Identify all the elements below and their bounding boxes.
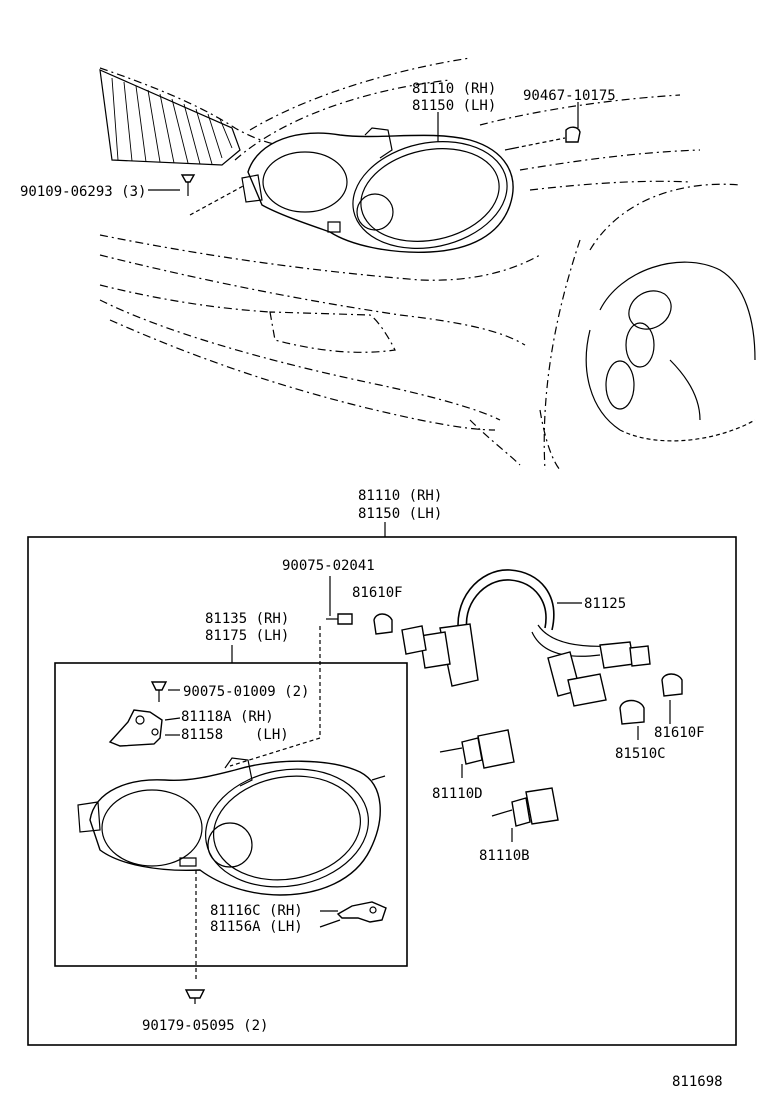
screw-icon (150, 681, 168, 702)
label-bracket2-rh: 81116C (RH) (210, 903, 303, 919)
wedge-bulb-icon (373, 613, 393, 635)
label-screw-01009: 90075-01009 (2) (183, 684, 309, 700)
label-bulb-left-81610f: 81610F (352, 585, 403, 601)
label-bracket-lh: 81158 (181, 727, 223, 743)
label-bracket2-lh: 81156A (LH) (210, 919, 303, 935)
assembly-outer-frame (27, 536, 737, 1046)
headlamp-installed (241, 127, 516, 253)
headlamp-housing (77, 757, 386, 896)
label-bulb-81510c: 81510C (615, 746, 666, 762)
bracket-icon (108, 709, 163, 747)
wedge-bulb-icon (619, 699, 645, 725)
label-cord-81125: 81125 (584, 596, 626, 612)
label-box-headlamp-rh: 81110 (RH) (358, 488, 442, 504)
label-top-headlamp-rh: 81110 (RH) (412, 81, 496, 97)
diagram-number: 811698 (672, 1074, 723, 1090)
wire-cord-assembly (401, 569, 651, 707)
screw-icon (180, 174, 196, 196)
clip-icon (184, 989, 206, 1004)
housing-inner-frame (54, 662, 408, 967)
wheel-illustration (585, 261, 756, 442)
screw-icon (326, 613, 353, 625)
label-housing-lh: 81175 (LH) (205, 628, 289, 644)
label-top-headlamp-lh: 81150 (LH) (412, 98, 496, 114)
label-bulb-81110b: 81110B (479, 848, 530, 864)
label-bulb-81110d: 81110D (432, 786, 483, 802)
label-bulb-right-81610f: 81610F (654, 725, 705, 741)
halogen-bulb-icon (491, 787, 559, 827)
label-top-screw: 90109-06293 (3) (20, 184, 146, 200)
label-bracket-rh: 81118A (RH) (181, 709, 274, 725)
label-top-clip: 90467-10175 (523, 88, 616, 104)
car-front-illustration (99, 57, 756, 471)
halogen-bulb-icon (439, 729, 515, 769)
label-clip-05095: 90179-05095 (2) (142, 1018, 268, 1034)
bracket-icon (336, 901, 387, 923)
label-screw-02041: 90075-02041 (282, 558, 375, 574)
wedge-bulb-icon (661, 673, 683, 697)
label-bracket-lh-side: (LH) (255, 727, 289, 743)
clip-icon (565, 126, 581, 143)
label-box-headlamp-lh: 81150 (LH) (358, 506, 442, 522)
label-housing-rh: 81135 (RH) (205, 611, 289, 627)
grille-hatch (99, 69, 241, 166)
